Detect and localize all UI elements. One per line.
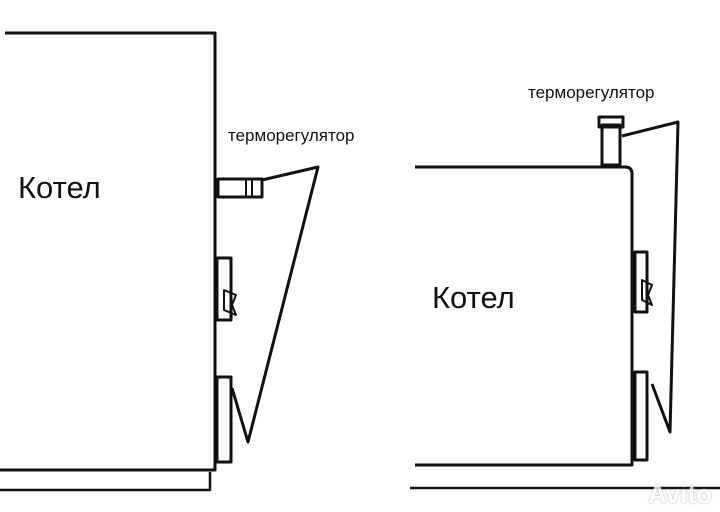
left-boiler bbox=[0, 31, 320, 492]
left-lower-door bbox=[215, 375, 233, 464]
right-thermostat bbox=[600, 123, 622, 167]
right-damper-handle bbox=[641, 279, 653, 306]
right-thermostat-label: терморегулятор bbox=[528, 83, 655, 102]
right-boiler-label: Котел bbox=[432, 280, 515, 315]
avito-watermark: Avito bbox=[647, 479, 712, 509]
right-chain bbox=[621, 120, 680, 434]
left-boiler-label: Котел bbox=[18, 170, 101, 205]
left-upper-door bbox=[215, 256, 233, 322]
right-thermostat-cap bbox=[597, 115, 625, 129]
right-boiler bbox=[410, 115, 720, 490]
right-lower-door bbox=[633, 370, 649, 462]
left-damper-handle bbox=[223, 289, 237, 316]
left-thermostat-label: терморегулятор bbox=[228, 126, 355, 145]
left-chain bbox=[230, 165, 320, 444]
left-thermostat-pipe bbox=[216, 177, 264, 199]
